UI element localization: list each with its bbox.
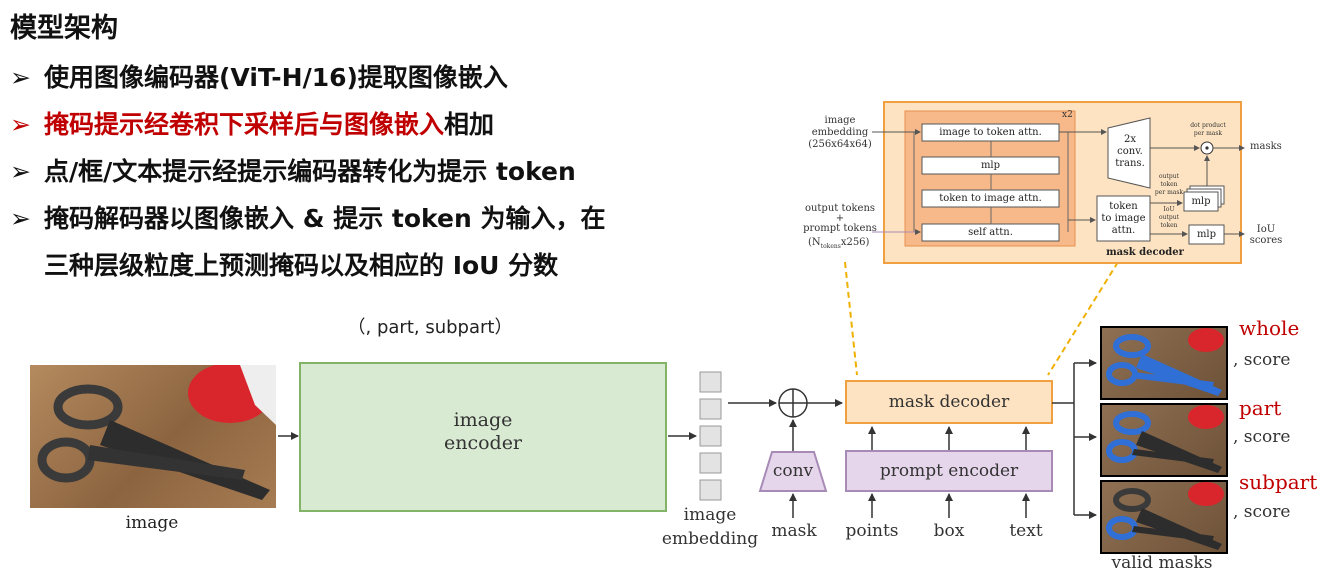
bullet-4: ➢ 掩码解码器以图像嵌入 & 提示 token 为输入，在 bbox=[10, 199, 605, 235]
dot-icon bbox=[1205, 146, 1209, 150]
scissors-illustration bbox=[37, 365, 276, 500]
input-image bbox=[30, 365, 276, 508]
inset-iou-mlp-label: mlp bbox=[1196, 229, 1217, 240]
inset-output-token-label: output token per mask bbox=[1154, 173, 1184, 196]
prompt-input-box: box bbox=[933, 521, 965, 541]
output-part-score: , score bbox=[1233, 427, 1291, 447]
bullet-2-highlight: 掩码提示经卷积下采样后与图像嵌入 bbox=[44, 110, 445, 139]
bullet-arrow-icon: ➢ bbox=[10, 63, 31, 92]
bullet-4-continuation: 三种层级粒度上预测掩码以及相应的 IoU 分数 bbox=[44, 251, 559, 280]
tokens-dim-prefix: (N bbox=[808, 237, 821, 248]
inset-layer-image-to-token: image to token attn. bbox=[939, 127, 1042, 138]
prompt-encoder-label: prompt encoder bbox=[879, 461, 1019, 481]
inset-dot-product-label: dot product per mask bbox=[1190, 122, 1226, 137]
output-arrows bbox=[1052, 359, 1097, 519]
tokens-dim-suffix: x256) bbox=[840, 237, 870, 248]
image-encoder-box bbox=[299, 362, 667, 512]
output-mask-whole bbox=[1100, 326, 1228, 400]
inset-layer-mlp: mlp bbox=[980, 160, 1001, 171]
mask-input-label: mask bbox=[771, 521, 817, 541]
inset-caption: mask decoder bbox=[1106, 246, 1184, 258]
prompt-encoder-box bbox=[845, 450, 1053, 492]
inset-tokens-dim: (Ntokensx256) bbox=[808, 237, 869, 250]
token-to-image-box bbox=[1096, 195, 1151, 242]
inset-image-embedding: image embedding (256x64x64) bbox=[808, 115, 872, 150]
inset-upscale-label: 2x conv. trans. bbox=[1115, 134, 1145, 169]
bullet-3-text: 点/框/文本提示经提示编码器转化为提示 token bbox=[44, 157, 576, 186]
bullet-1: ➢ 使用图像编码器(ViT-H/16)提取图像嵌入 bbox=[10, 58, 508, 94]
inset-x2: x2 bbox=[1062, 110, 1073, 120]
prompt-input-points: points bbox=[845, 521, 899, 541]
inset-token-to-image-label: token to image attn. bbox=[1101, 200, 1146, 236]
callout-line bbox=[844, 261, 858, 376]
bullet-2: ➢ 掩码提示经卷积下采样后与图像嵌入相加 bbox=[10, 105, 494, 141]
output-whole-score: , score bbox=[1233, 350, 1291, 370]
bullet-arrow-icon: ➢ bbox=[10, 110, 31, 139]
image-embedding-label: image embedding bbox=[661, 505, 759, 549]
output-subpart-score: , score bbox=[1233, 502, 1291, 522]
inset-iou-token-label: IoU output token bbox=[1158, 206, 1179, 229]
image-caption: image bbox=[125, 513, 179, 533]
bullet-3: ➢ 点/框/文本提示经提示编码器转化为提示 token bbox=[10, 152, 576, 188]
mask-whole-illustration bbox=[1106, 328, 1224, 396]
granularity-label: （, part, subpart） bbox=[347, 317, 513, 338]
inset-layer-self-attn: self attn. bbox=[968, 227, 1013, 238]
output-subpart-label: subpart bbox=[1239, 470, 1318, 494]
image-encoder-label: image encoder bbox=[443, 409, 523, 454]
inset-mlp-stack-label: mlp bbox=[1191, 196, 1211, 207]
inset-connectors bbox=[913, 132, 1069, 232]
slide-title: 模型架构 bbox=[10, 13, 118, 44]
add-op-icon bbox=[778, 388, 808, 418]
bullet-2-rest: 相加 bbox=[444, 110, 495, 139]
mlp-stack bbox=[1183, 185, 1225, 212]
prompt-input-text: text bbox=[1009, 521, 1043, 541]
mask-part-illustration bbox=[1106, 405, 1224, 473]
mask-decoder-box bbox=[845, 380, 1053, 424]
inset-layers bbox=[921, 123, 1060, 242]
upscale-block bbox=[1107, 117, 1151, 189]
valid-masks-label: valid masks bbox=[1111, 553, 1213, 573]
bullet-1-text: 使用图像编码器(ViT-H/16)提取图像嵌入 bbox=[44, 63, 508, 92]
mask-subpart-illustration bbox=[1106, 482, 1224, 550]
bullet-arrow-icon: ➢ bbox=[10, 157, 31, 186]
bullet-arrow-icon: ➢ bbox=[10, 204, 31, 233]
conv-block bbox=[758, 451, 828, 492]
inset-output-tokens: output tokens + prompt tokens bbox=[803, 203, 877, 234]
output-mask-part bbox=[1100, 403, 1228, 477]
output-part-label: part bbox=[1239, 396, 1282, 420]
inset-iou-scores-label: IoU scores bbox=[1249, 224, 1283, 246]
inset-masks-label: masks bbox=[1250, 141, 1282, 152]
conv-label: conv bbox=[772, 461, 814, 481]
embedding-stack bbox=[699, 371, 722, 501]
inset-layer-token-to-image: token to image attn. bbox=[939, 193, 1042, 204]
callout-line bbox=[1047, 261, 1119, 376]
output-whole-label: whole bbox=[1239, 316, 1300, 340]
tokens-dim-sub: tokens bbox=[820, 243, 841, 250]
bullet-4-text: 掩码解码器以图像嵌入 & 提示 token 为输入，在 bbox=[44, 204, 606, 233]
output-mask-subpart bbox=[1100, 480, 1228, 554]
mask-decoder-label: mask decoder bbox=[888, 392, 1010, 412]
